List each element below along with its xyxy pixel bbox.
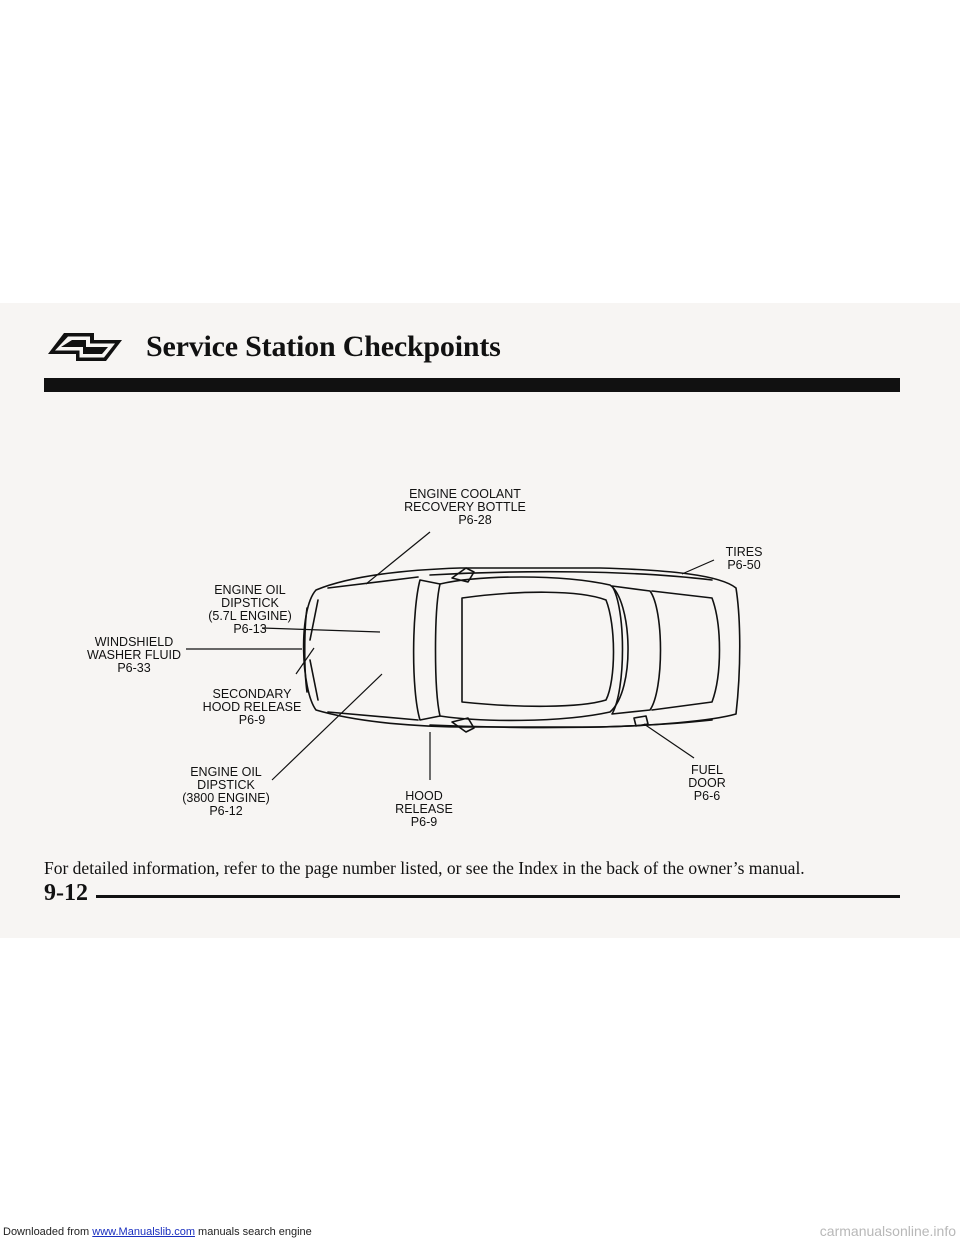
secondary-leader	[295, 647, 315, 675]
front-bumper-line	[303, 607, 308, 693]
left-mirror	[451, 567, 475, 583]
oil57-leader	[261, 627, 381, 633]
tires-leader	[681, 559, 715, 575]
download-credit: Downloaded from www.Manualslib.com manua…	[3, 1226, 312, 1238]
manualslib-link[interactable]: www.Manualslib.com	[92, 1226, 195, 1238]
windshield	[412, 579, 441, 721]
credit-prefix: Downloaded from	[3, 1226, 93, 1238]
page-sheet	[0, 303, 960, 938]
bowtie-logo-icon	[48, 333, 122, 361]
credit-suffix: manuals search engine	[194, 1226, 312, 1238]
callout-windshield-washer: WINDSHIELD WASHER FLUID P6-33	[87, 635, 181, 675]
oil3800-leader	[271, 673, 383, 781]
callout-secondary-hood-release: SECONDARY HOOD RELEASE P6-9	[202, 687, 302, 727]
callout-engine-coolant: ENGINE COOLANT RECOVERY BOTTLE P6-28	[404, 487, 526, 527]
watermark: carmanualsonline.info	[819, 1223, 956, 1239]
callout-tires: TIRES P6-50	[725, 545, 763, 572]
callout-engine-oil-3800: ENGINE OIL DIPSTICK (3800 ENGINE) P6-12	[182, 765, 270, 818]
fuel-leader	[643, 723, 695, 759]
page-header: Service Station Checkpoints	[44, 327, 501, 367]
callout-engine-oil-5-7l: ENGINE OIL DIPSTICK (5.7L ENGINE) P6-13	[208, 583, 292, 636]
coolant-leader	[365, 531, 431, 585]
right-mirror	[451, 717, 475, 733]
header-rule	[44, 378, 900, 392]
rear-window	[611, 585, 662, 715]
page-number: 9-12	[44, 880, 88, 906]
callout-hood-release: HOOD RELEASE P6-9	[395, 789, 453, 829]
fuel-door	[633, 715, 649, 727]
car-body-outline	[302, 567, 741, 728]
caption-text: For detailed information, refer to the p…	[44, 858, 805, 878]
footer-rule	[96, 895, 900, 898]
callout-fuel-door: FUEL DOOR P6-6	[688, 763, 726, 803]
roof-outline	[439, 576, 629, 722]
page-title: Service Station Checkpoints	[146, 330, 501, 363]
trunk-outline	[651, 590, 721, 711]
